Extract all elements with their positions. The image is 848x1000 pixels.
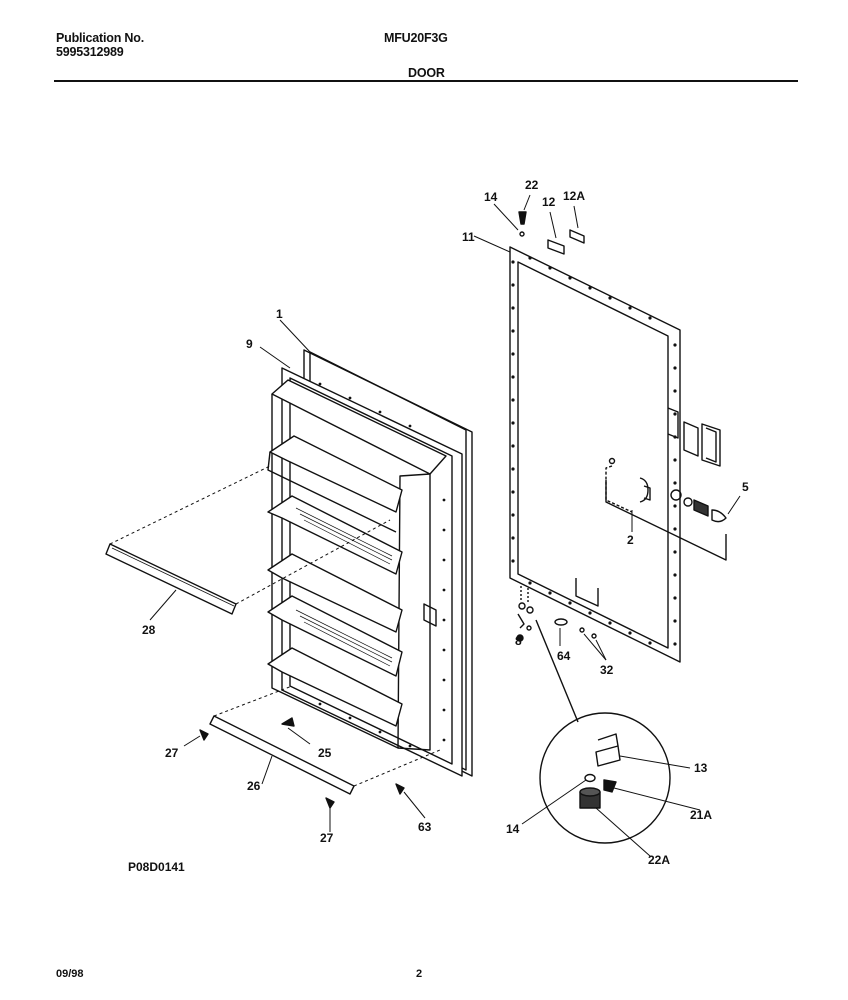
- callout-63: 63: [418, 820, 432, 834]
- section-title: DOOR: [408, 66, 445, 80]
- figure-code: P08D0141: [128, 860, 185, 874]
- callout-13: 13: [694, 761, 708, 775]
- callout-14-detail: 14: [506, 822, 520, 836]
- leader-lines: [149, 194, 741, 857]
- callout-21a: 21A: [690, 808, 712, 822]
- callout-1: 1: [276, 307, 283, 321]
- bottom-bar-26: [199, 685, 441, 809]
- callout-22: 22: [525, 178, 539, 192]
- header-rule: [54, 80, 798, 82]
- top-brackets: [518, 211, 585, 255]
- model-number: MFU20F3G: [384, 31, 448, 45]
- callout-2: 2: [627, 533, 634, 547]
- callout-26: 26: [247, 779, 261, 793]
- callout-5: 5: [742, 480, 749, 494]
- shelf-bar-28: [105, 465, 391, 615]
- footer-page: 2: [416, 968, 423, 980]
- bottom-hardware: [516, 586, 597, 642]
- callout-12: 12: [542, 195, 556, 209]
- callout-12a: 12A: [563, 189, 585, 203]
- footer-date: 09/98: [56, 968, 84, 980]
- callout-8: 8: [515, 634, 522, 648]
- callout-11: 11: [462, 230, 475, 244]
- callout-28: 28: [142, 623, 156, 637]
- inner-door-liner: [267, 349, 473, 777]
- publication-label: Publication No.: [56, 31, 144, 45]
- callout-64: 64: [557, 649, 571, 663]
- callout-32: 32: [600, 663, 614, 677]
- callout-27-lower: 27: [320, 831, 334, 845]
- callout-22a: 22A: [648, 853, 670, 867]
- callout-9: 9: [246, 337, 253, 351]
- detail-circle: [535, 619, 671, 844]
- outer-door-panel: [509, 246, 681, 663]
- callout-27-upper: 27: [165, 746, 179, 760]
- callout-14-top: 14: [484, 190, 498, 204]
- handle-parts: [605, 421, 727, 561]
- publication-number: 5995312989: [56, 45, 124, 59]
- callout-25: 25: [318, 746, 332, 760]
